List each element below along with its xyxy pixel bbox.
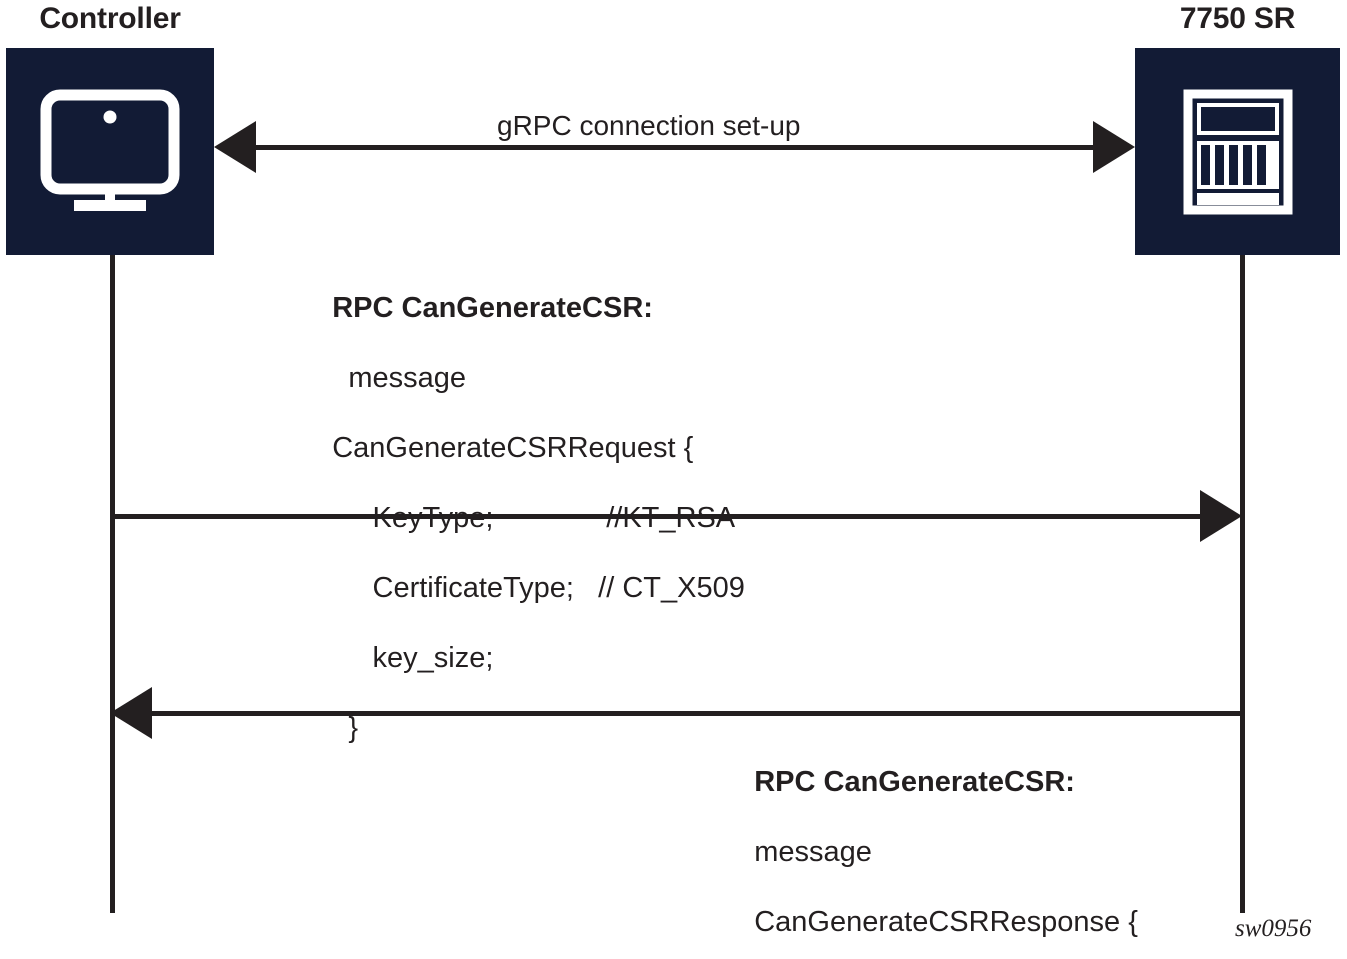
- can-generate-csr-response-text: RPC CanGenerateCSR: message CanGenerateC…: [722, 730, 1164, 959]
- router-title: 7750 SR: [1179, 2, 1296, 35]
- can-generate-csr-request-line-5: }: [332, 712, 359, 744]
- grpc-connection-setup-arrowhead-right: [1093, 121, 1135, 173]
- can-generate-csr-request-line-0: message: [332, 362, 467, 394]
- can-generate-csr-response-arrowhead: [110, 687, 152, 739]
- can-generate-csr-request-line-4: key_size;: [332, 642, 494, 674]
- can-generate-csr-response-line: [152, 711, 1245, 716]
- can-generate-csr-request-arrowhead: [1200, 490, 1242, 542]
- can-generate-csr-response-line-0: message: [754, 836, 872, 868]
- can-generate-csr-request-line-1: CanGenerateCSRRequest {: [332, 432, 694, 464]
- monitor-icon: [35, 87, 185, 217]
- controller-title: Controller: [39, 2, 181, 35]
- figure-id-label: sw0956: [1235, 915, 1312, 942]
- grpc-connection-setup-line: [240, 145, 1110, 150]
- can-generate-csr-response-line-1: CanGenerateCSRResponse {: [754, 906, 1138, 938]
- grpc-connection-setup-arrowhead-left: [214, 121, 256, 173]
- can-generate-csr-request-header: RPC CanGenerateCSR:: [332, 292, 653, 324]
- can-generate-csr-request-line: [110, 514, 1203, 519]
- router-node-box: [1135, 48, 1340, 255]
- router-chassis-icon: [1183, 89, 1293, 215]
- can-generate-csr-request-line-3: CertificateType; // CT_X509: [332, 572, 745, 604]
- router-lifeline: [1240, 255, 1245, 913]
- can-generate-csr-response-header: RPC CanGenerateCSR:: [754, 766, 1075, 798]
- controller-node-box: [6, 48, 214, 255]
- controller-lifeline: [110, 255, 115, 913]
- grpc-connection-setup-label: gRPC connection set-up: [497, 110, 801, 141]
